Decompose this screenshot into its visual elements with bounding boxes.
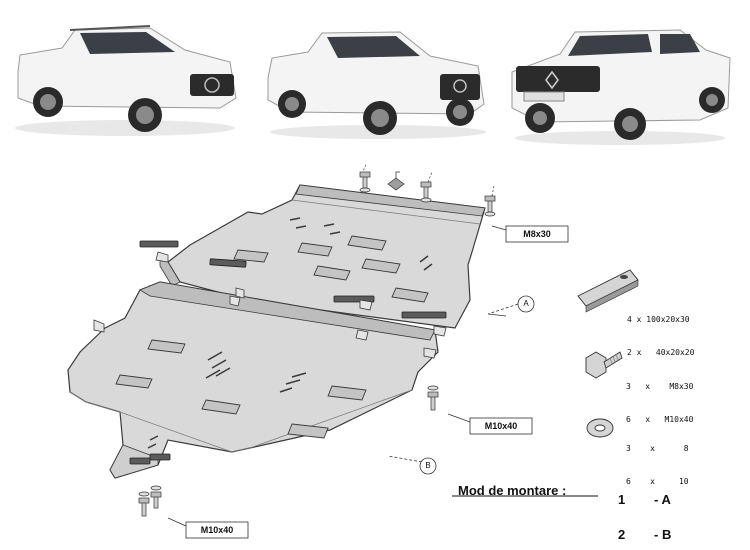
truck-photo-3 [511, 29, 731, 145]
mounting-option-1-code: - A [654, 492, 671, 507]
kit-bolts-line-2: 6 x M10x40 [626, 415, 694, 424]
skid-plate-a [159, 184, 486, 329]
kit-bolts-list: 3 x M8x30 6 x M10x40 [626, 359, 693, 436]
label-top-bolt: M8x30 [523, 229, 551, 239]
label-bottom-bolt: M10x40 [200, 525, 234, 535]
leader-lines [167, 225, 598, 527]
mounting-option-2-code: - B [654, 527, 672, 542]
mounting-title: Mod de montare : [458, 483, 567, 498]
kit-brackets-list: 4 x 100x20x30 2 x 40x20x20 [627, 292, 694, 369]
kit-washers-line-1: 3 x 8 [626, 444, 689, 453]
mounting-option-1-number: 1 [618, 492, 626, 507]
bracket-parts [129, 240, 447, 465]
kit-bolts-line-1: 3 x M8x30 [626, 382, 694, 391]
plate-tabs [93, 251, 447, 359]
label-plate-a: A [523, 299, 529, 308]
truck-photo-2 [267, 31, 486, 139]
truck-photo-1 [15, 25, 237, 136]
skid-plate-b [67, 281, 439, 479]
label-mid-bolt: M10x40 [484, 421, 518, 431]
washer-icon [586, 418, 614, 438]
kit-brackets-line-1: 4 x 100x20x30 [627, 315, 690, 324]
kit-brackets-line-2: 2 x 40x20x20 [627, 348, 695, 357]
callout-boxes [185, 225, 569, 539]
callout-circles [419, 295, 535, 475]
mounting-bolts [138, 163, 496, 517]
kit-washers-line-2: 6 x 10 [626, 477, 689, 486]
mounting-option-2-number: 2 [618, 527, 626, 542]
label-plate-b: B [425, 461, 431, 470]
bracket-icon [577, 269, 639, 313]
bolt-icon [585, 351, 623, 379]
kit-washers-list: 3 x 8 6 x 10 [626, 421, 689, 498]
